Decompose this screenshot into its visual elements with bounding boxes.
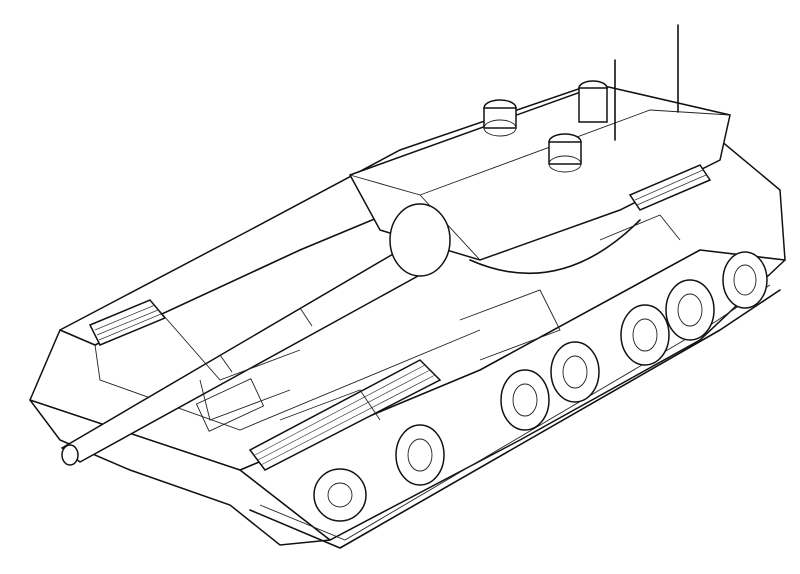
turret (348, 24, 731, 275)
road-wheels (313, 251, 768, 522)
interior-details (149, 214, 681, 432)
engine-grilles (88, 164, 712, 471)
main-gun (60, 203, 451, 466)
